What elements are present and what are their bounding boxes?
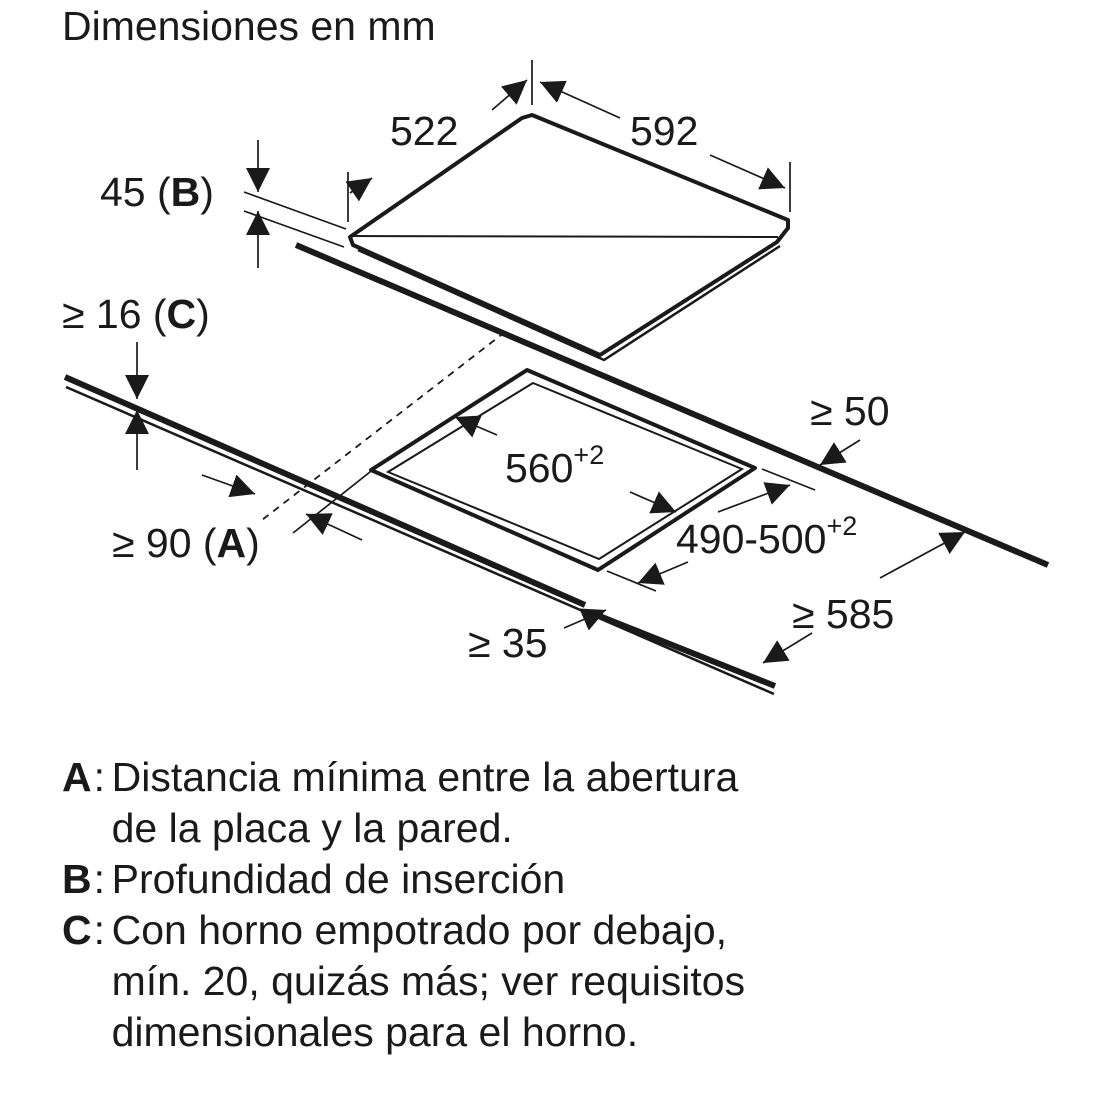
legend-key: B [62,856,92,902]
legend-item-b: B : Profundidad de inserción [62,854,1062,905]
dimension-35-lines [563,608,607,631]
dim-45-value: 45 [100,169,146,215]
dimension-label-560: 560+2 [505,440,604,491]
dim-560-tolerance: +2 [573,440,604,470]
dim-16-key: C [167,291,197,337]
dimension-585-lines [762,531,966,664]
dimension-490-500-lines [606,468,816,592]
legend-text: Con horno empotrado por debajo, mín. 20,… [111,907,746,1055]
dimension-label-90-a: ≥ 90 (A) [112,520,260,566]
legend-item-a: A : Distancia mínima entre la abertura d… [62,752,1062,854]
dim-490-tolerance: +2 [826,511,857,541]
legend-key: A [62,754,92,800]
dimension-522-lines [345,60,533,222]
dimension-45-lines [243,140,347,268]
legend-text: Distancia mínima entre la abertura de la… [111,754,739,851]
dimension-label-490-500: 490-500+2 [676,511,857,562]
legend-item-c: C : Con horno empotrado por debajo, mín.… [62,905,1062,1058]
legend-key: C [62,907,92,953]
worktop-edges [63,242,1050,696]
dimension-label-585: ≥ 585 [792,591,894,637]
dimension-50-lines [819,439,861,466]
legend: A : Distancia mínima entre la abertura d… [62,752,1062,1058]
dimension-label-592: 592 [630,108,698,154]
dim-560-value: 560 [505,445,573,491]
dim-45-key: B [171,169,201,215]
dimension-label-50: ≥ 50 [810,388,890,434]
dimension-label-45-b: 45 (B) [100,169,214,215]
dim-16-value: ≥ 16 [62,291,142,337]
hob-outline [348,113,790,362]
dim-90-key: A [217,520,247,566]
diagram-title: Dimensiones en mm [62,3,436,49]
dimension-label-16-c: ≥ 16 (C) [62,291,210,337]
dimension-label-522: 522 [390,108,458,154]
dimension-560-lines [454,415,677,514]
dim-90-value: ≥ 90 [112,520,192,566]
dimension-label-35: ≥ 35 [468,620,548,666]
hob-installation-drawing: 522 592 45 (B) ≥ 16 (C) 560+2 490-500+2 … [62,60,1050,696]
dimension-90-lines [201,467,376,541]
legend-text: Profundidad de inserción [111,856,566,902]
dimension-592-lines [539,80,791,212]
worktop-cutout [261,331,757,572]
dim-490-value: 490-500 [676,516,826,562]
